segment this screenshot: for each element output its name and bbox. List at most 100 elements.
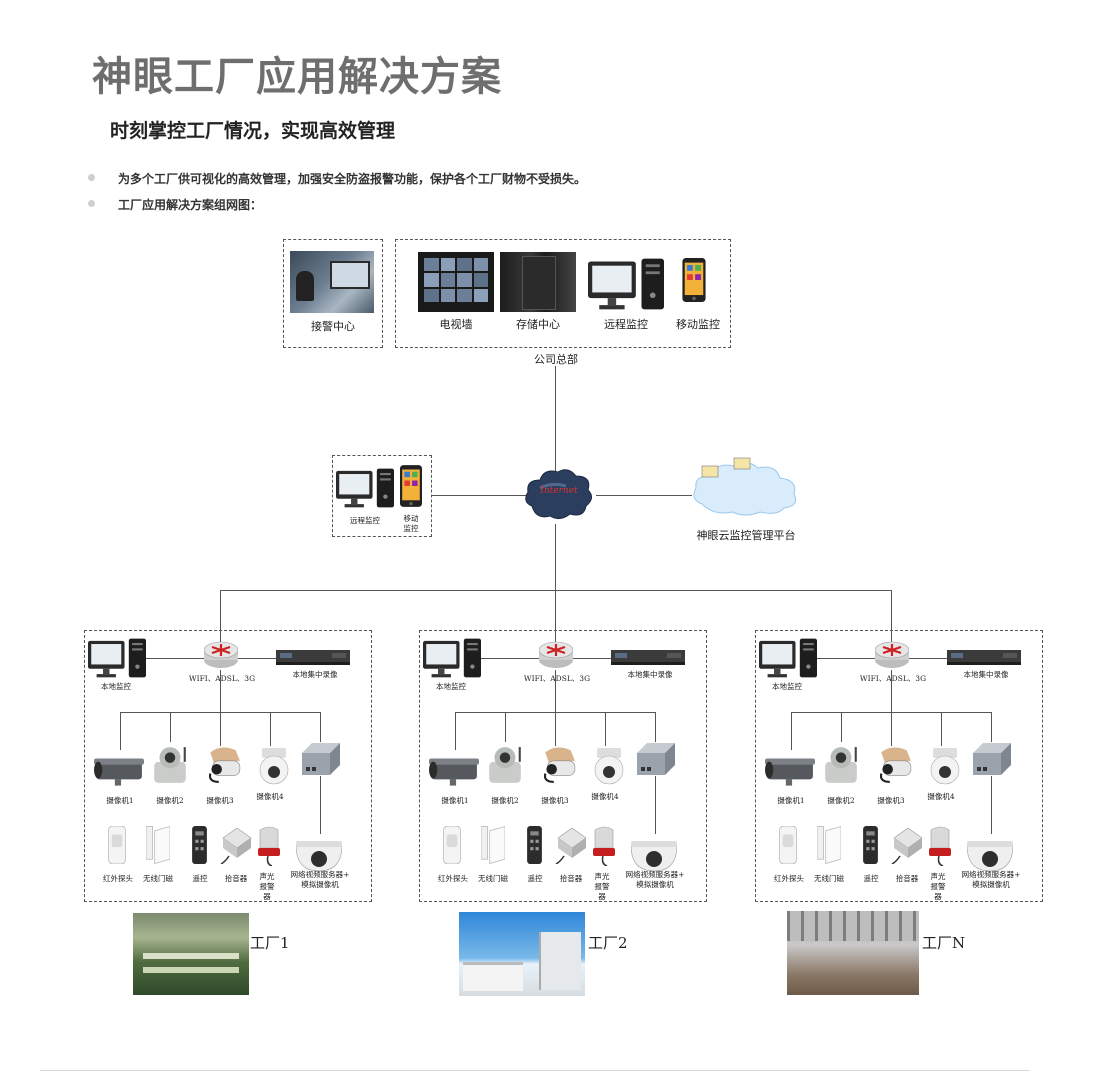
door-magnet-icon: [146, 826, 170, 864]
remote-control-icon: [863, 826, 878, 864]
link-hq-internet: [555, 366, 556, 478]
camera-label: 摄像机2: [156, 796, 184, 805]
camera-label: 摄像机3: [541, 796, 569, 805]
internet-label: Internet: [540, 486, 578, 496]
factory-1-label: 工厂1: [250, 934, 290, 952]
drop-line: [455, 712, 456, 750]
internet-cloud-icon: [525, 469, 592, 520]
drop-line: [891, 712, 892, 746]
analog-dome-camera-icon: [967, 840, 1013, 872]
alarm-center-box: [283, 239, 383, 348]
sound-pickup-icon: [555, 828, 587, 864]
hq-equipment-box: [395, 239, 731, 348]
sensor-label: 遥控: [192, 874, 208, 883]
remote-control-icon: [192, 826, 207, 864]
sensor-label: 红外探头: [438, 874, 468, 883]
link-remote-internet: [432, 495, 527, 496]
bullet-dot: [88, 200, 95, 207]
remote-phone-icon: [400, 465, 422, 507]
cloud-platform-icon: [693, 457, 797, 516]
analog-dome-camera-icon: [296, 840, 342, 872]
drop-line: [220, 712, 221, 746]
nvr-icon: [611, 650, 685, 665]
drop-line: [841, 712, 842, 742]
pir-sensor-icon: [779, 826, 797, 864]
video-encoder-icon: [302, 743, 340, 775]
analog-dome-camera-icon: [631, 840, 677, 872]
siren-alarm-icon: [258, 826, 280, 866]
bullet-text-1: 为多个工厂供可视化的高效管理，加强安全防盗报警功能，保护各个工厂财物不受损失。: [118, 172, 587, 186]
factory-2-photo: [459, 912, 585, 996]
sensor-label: 红外探头: [774, 874, 804, 883]
drop-line: [170, 712, 171, 742]
link-router-nvr: [909, 658, 947, 659]
box-camera-icon: [765, 758, 815, 786]
drop-line: [120, 712, 121, 750]
factory-n-photo: [787, 911, 919, 995]
camera-label: 摄像机4: [591, 792, 619, 801]
nvr-icon: [276, 650, 350, 665]
camera-label: 摄像机2: [491, 796, 519, 805]
link-factory-2: [555, 590, 556, 642]
storage-center-image: [500, 252, 576, 312]
ptz-camera-icon: [825, 747, 857, 783]
handheld-camera-icon: [208, 746, 241, 783]
camera-label: 摄像机3: [206, 796, 234, 805]
storage-center-label: 存储中心: [516, 318, 560, 331]
router-icon: [875, 640, 909, 668]
remote-pc-icon: [336, 468, 394, 508]
alarm-center-photo: [290, 251, 374, 313]
ptz-camera-icon: [489, 747, 521, 783]
factory-network-block: 本地监控 WIFI、ADSL、3G 本地集中录像 摄像机1 摄像机2 摄像机3 …: [84, 630, 372, 902]
camera-label: 摄像机3: [877, 796, 905, 805]
door-magnet-icon: [817, 826, 841, 864]
drop-line: [791, 712, 792, 750]
sensor-label: 无线门磁: [143, 874, 173, 883]
nvr-icon: [947, 650, 1021, 665]
router-icon: [204, 640, 238, 668]
link-internet-cloud: [596, 495, 692, 496]
sensor-label: 无线门磁: [814, 874, 844, 883]
sensor-label: 无线门磁: [478, 874, 508, 883]
mobile-phone-icon: [682, 258, 706, 302]
dome-camera-icon: [594, 747, 624, 785]
drop-line: [320, 712, 321, 742]
sound-pickup-icon: [891, 828, 923, 864]
local-monitor-pc-icon: [759, 638, 817, 678]
dome-camera-icon: [930, 747, 960, 785]
factory-1-photo: [133, 913, 249, 995]
drop-line: [941, 712, 942, 746]
link-router-cameras: [220, 670, 221, 712]
pir-sensor-icon: [443, 826, 461, 864]
dome-camera-icon: [259, 747, 289, 785]
cloud-platform-label: 神眼云监控管理平台: [696, 529, 796, 542]
link-router-cameras: [555, 670, 556, 712]
hq-remote-monitor-label: 远程监控: [604, 318, 648, 331]
tv-wall-image: [418, 252, 494, 312]
drop-line: [270, 712, 271, 746]
router-icon: [539, 640, 573, 668]
remote-access-box: [332, 455, 432, 537]
alarm-center-label: 接警中心: [311, 320, 355, 333]
sensor-label: 遥控: [863, 874, 879, 883]
camera-label: 摄像机1: [777, 796, 805, 805]
link-pc-router: [817, 658, 877, 659]
router-label: WIFI、ADSL、3G: [859, 674, 927, 683]
link-router-cameras: [891, 670, 892, 712]
drop-line: [505, 712, 506, 742]
page-subtitle: 时刻掌控工厂情况，实现高效管理: [110, 120, 396, 142]
factory-2-label: 工厂2: [588, 934, 628, 952]
remote-control-icon: [527, 826, 542, 864]
handheld-camera-icon: [879, 746, 912, 783]
drop-line: [655, 712, 656, 742]
link-router-nvr: [238, 658, 276, 659]
box-camera-icon: [429, 758, 479, 786]
page-title: 神眼工厂应用解决方案: [92, 54, 502, 100]
camera-label: 摄像机1: [106, 796, 134, 805]
siren-alarm-icon: [929, 826, 951, 866]
factory-bus-line: [220, 590, 892, 591]
factory-n-label: 工厂N: [922, 934, 966, 952]
sensor-label: 拾音器: [224, 874, 248, 883]
link-encoder-dome: [320, 776, 321, 834]
local-monitor-label: 本地监控: [436, 682, 466, 691]
